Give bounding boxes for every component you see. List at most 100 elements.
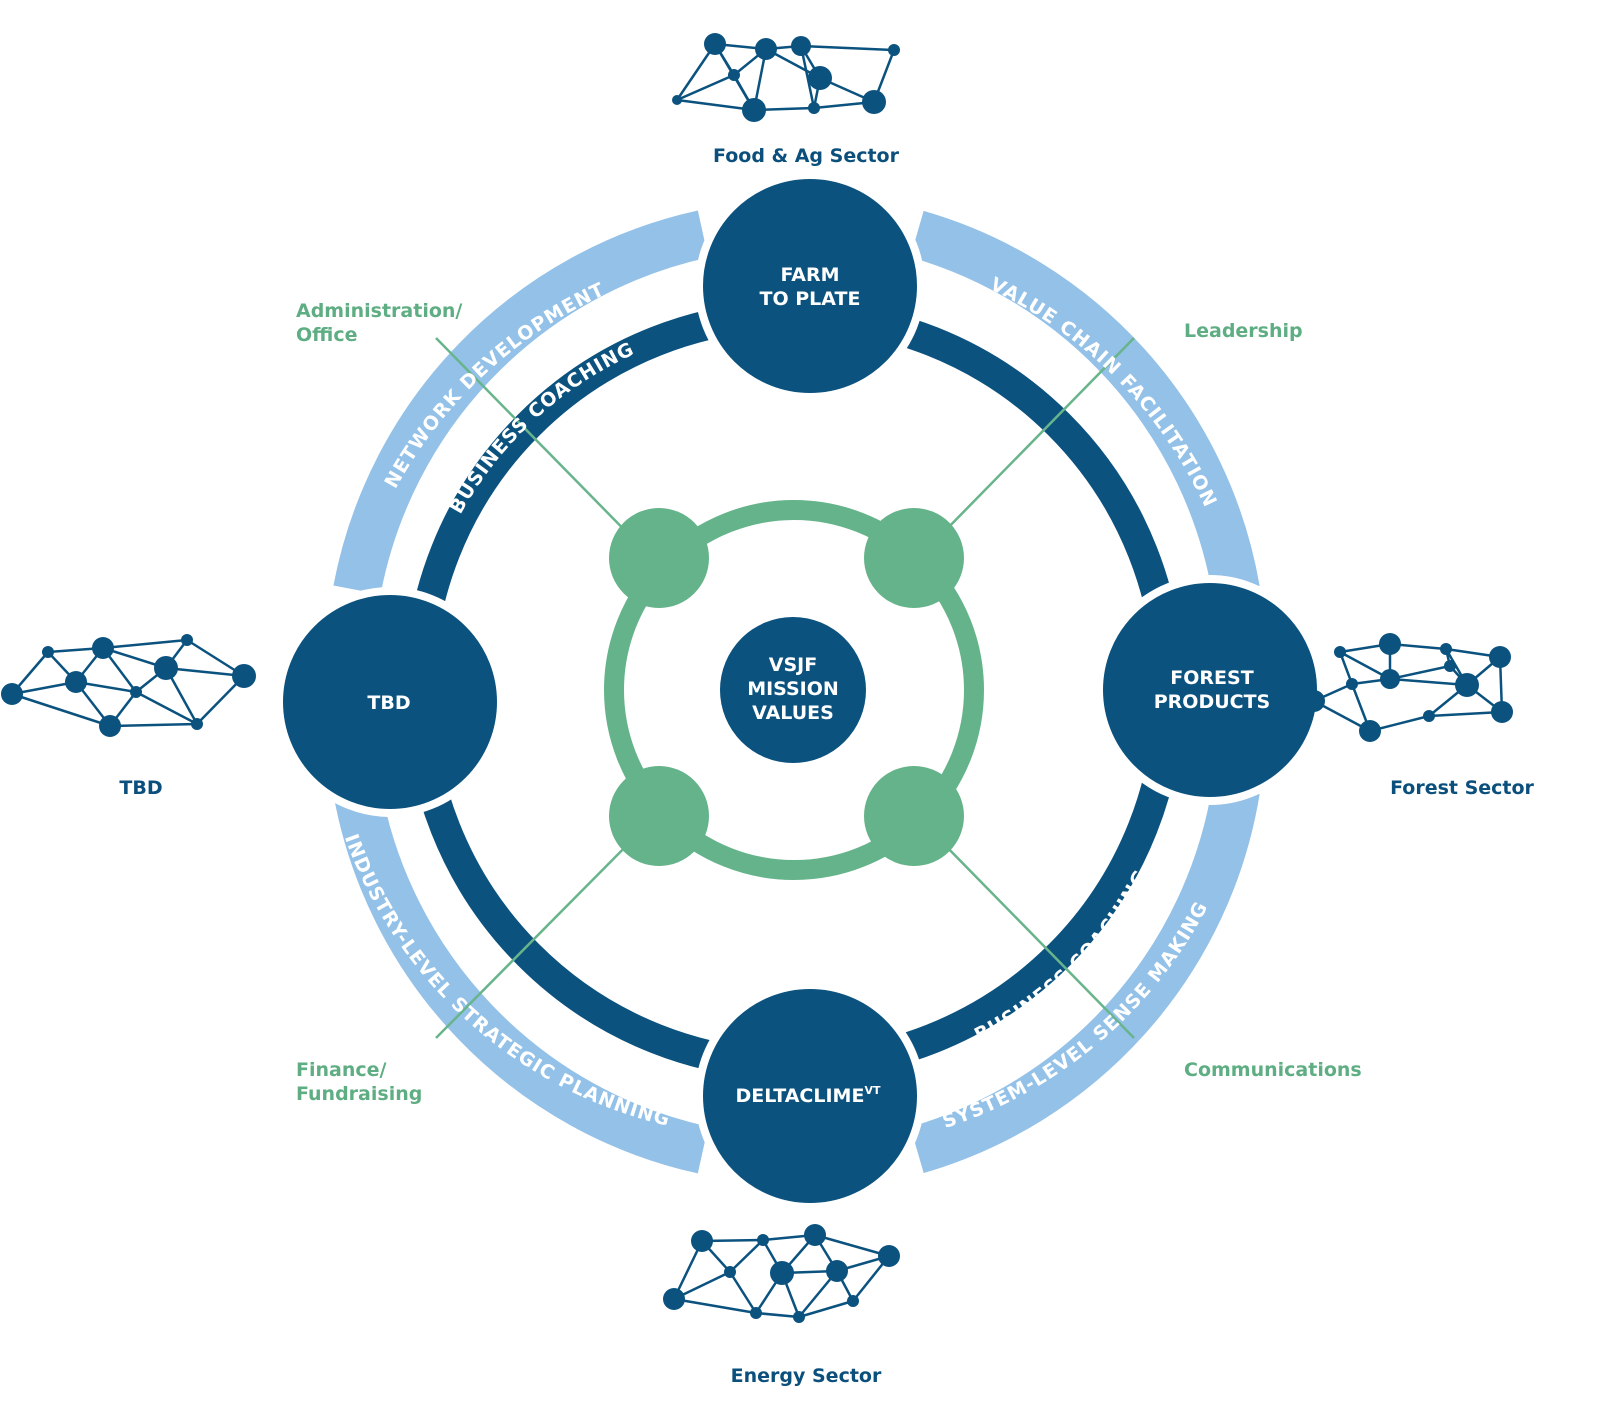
hub-top-label-line-2: TO PLATE [760,288,861,310]
network-node [663,1288,685,1310]
sector-labels: Food & Ag Sector Forest Sector Energy Se… [119,145,1534,1387]
sector-label-left: TBD [119,777,162,799]
hub-top: FARM TO PLATE [695,171,925,401]
network-node [888,44,900,56]
network-node [791,36,811,56]
network-node [704,33,726,55]
network-node [770,1261,794,1285]
outer-arc-top-left [333,210,709,595]
network-node [1303,690,1325,712]
network-edge [165,666,245,678]
network-edge [799,45,816,109]
center-circle [720,617,866,763]
center-label-line-3: VALUES [752,702,834,724]
sector-label-bottom: Energy Sector [731,1365,882,1387]
center-label-line-2: MISSION [747,678,839,700]
values-ring [604,500,984,880]
network-node [42,646,54,658]
hub-bottom-label-main: DELTACLIME [736,1085,865,1107]
network-node [1,683,23,705]
network-edge [676,73,735,102]
outer-arc-bottom-right [910,786,1260,1174]
values-node-top-right [864,508,964,608]
values-node-top-left [609,508,709,608]
connector-line-bottom-left [435,821,651,1039]
function-labels: Administration/ Office Leadership Financ… [296,300,1362,1105]
network-edge [102,638,188,650]
network-node [65,671,87,693]
values-node-bottom-right [864,766,964,866]
function-label-top-left-line-2: Office [296,324,358,346]
network-edge [729,1239,764,1273]
outer-arc-bottom-left [333,785,709,1174]
hub-right-label-line-1: FOREST [1170,667,1253,689]
hub-top-circle [695,171,925,401]
network-node [1380,669,1400,689]
network-node [232,664,256,688]
network-node [130,686,142,698]
network-node [755,38,777,60]
network-node [742,98,766,122]
function-label-top-left-line-1: Administration/ [296,300,462,322]
network-node [728,69,740,81]
network-edge [673,1297,757,1315]
connector-line-top-right [937,337,1135,539]
function-label-bottom-right: Communications [1184,1059,1362,1081]
network-node [154,656,178,680]
hub-top-label-line-1: FARM [780,264,839,286]
network-edge [675,43,717,101]
network-node [1346,678,1358,690]
network-edge [11,692,111,728]
network-node [826,1260,848,1282]
network-edge [814,1233,890,1258]
hub-left-circle [275,587,505,817]
network-edge [755,1311,800,1319]
hub-left-label: TBD [367,692,410,714]
network-edge [676,98,755,112]
outer-ring [333,210,1260,1174]
sector-label-top: Food & Ag Sector [713,145,900,167]
function-label-bottom-left-line-1: Finance/ [296,1059,387,1081]
network-node [92,637,114,659]
network-cluster-icon-bottom [663,1224,900,1323]
network-node [1491,701,1513,723]
network-edge [800,44,895,52]
network-edge [1428,710,1503,718]
network-node [847,1295,859,1307]
network-node [1444,660,1456,672]
network-edge [135,690,198,726]
function-label-top-right: Leadership [1184,320,1303,342]
connector-lines [435,337,1135,1039]
hub-bottom: DELTACLIMEVT [695,981,925,1211]
hub-bottom-label-sup: VT [864,1084,881,1097]
network-node [757,1234,769,1246]
network-node [793,1311,805,1323]
network-edge [798,1299,854,1319]
network-node [1489,646,1511,668]
hub-bottom-label: DELTACLIMEVT [736,1084,881,1107]
values-node-bottom-left [609,766,709,866]
hub-right: FOREST PRODUCTS [1095,575,1325,805]
connector-line-bottom-right [937,837,1135,1039]
values-ring-circle [604,500,984,880]
network-node [862,90,886,114]
network-node [878,1245,900,1267]
network-node [1455,673,1479,697]
network-node [99,715,121,737]
network-cluster-icon-top [672,33,900,122]
network-cluster-icon-left [1,634,256,737]
network-cluster-icon-right [1303,633,1513,742]
hub-bottom-circle [695,981,925,1211]
network-node [750,1307,762,1319]
sector-label-right: Forest Sector [1390,777,1534,799]
network-node [808,102,820,114]
network-node [1379,633,1401,655]
center-label-line-1: VSJF [769,654,817,676]
network-node [1440,643,1452,655]
network-node [724,1266,736,1278]
network-node [672,95,682,105]
network-node [808,66,832,90]
network-node [804,1224,826,1246]
connector-line-top-left [435,337,651,557]
